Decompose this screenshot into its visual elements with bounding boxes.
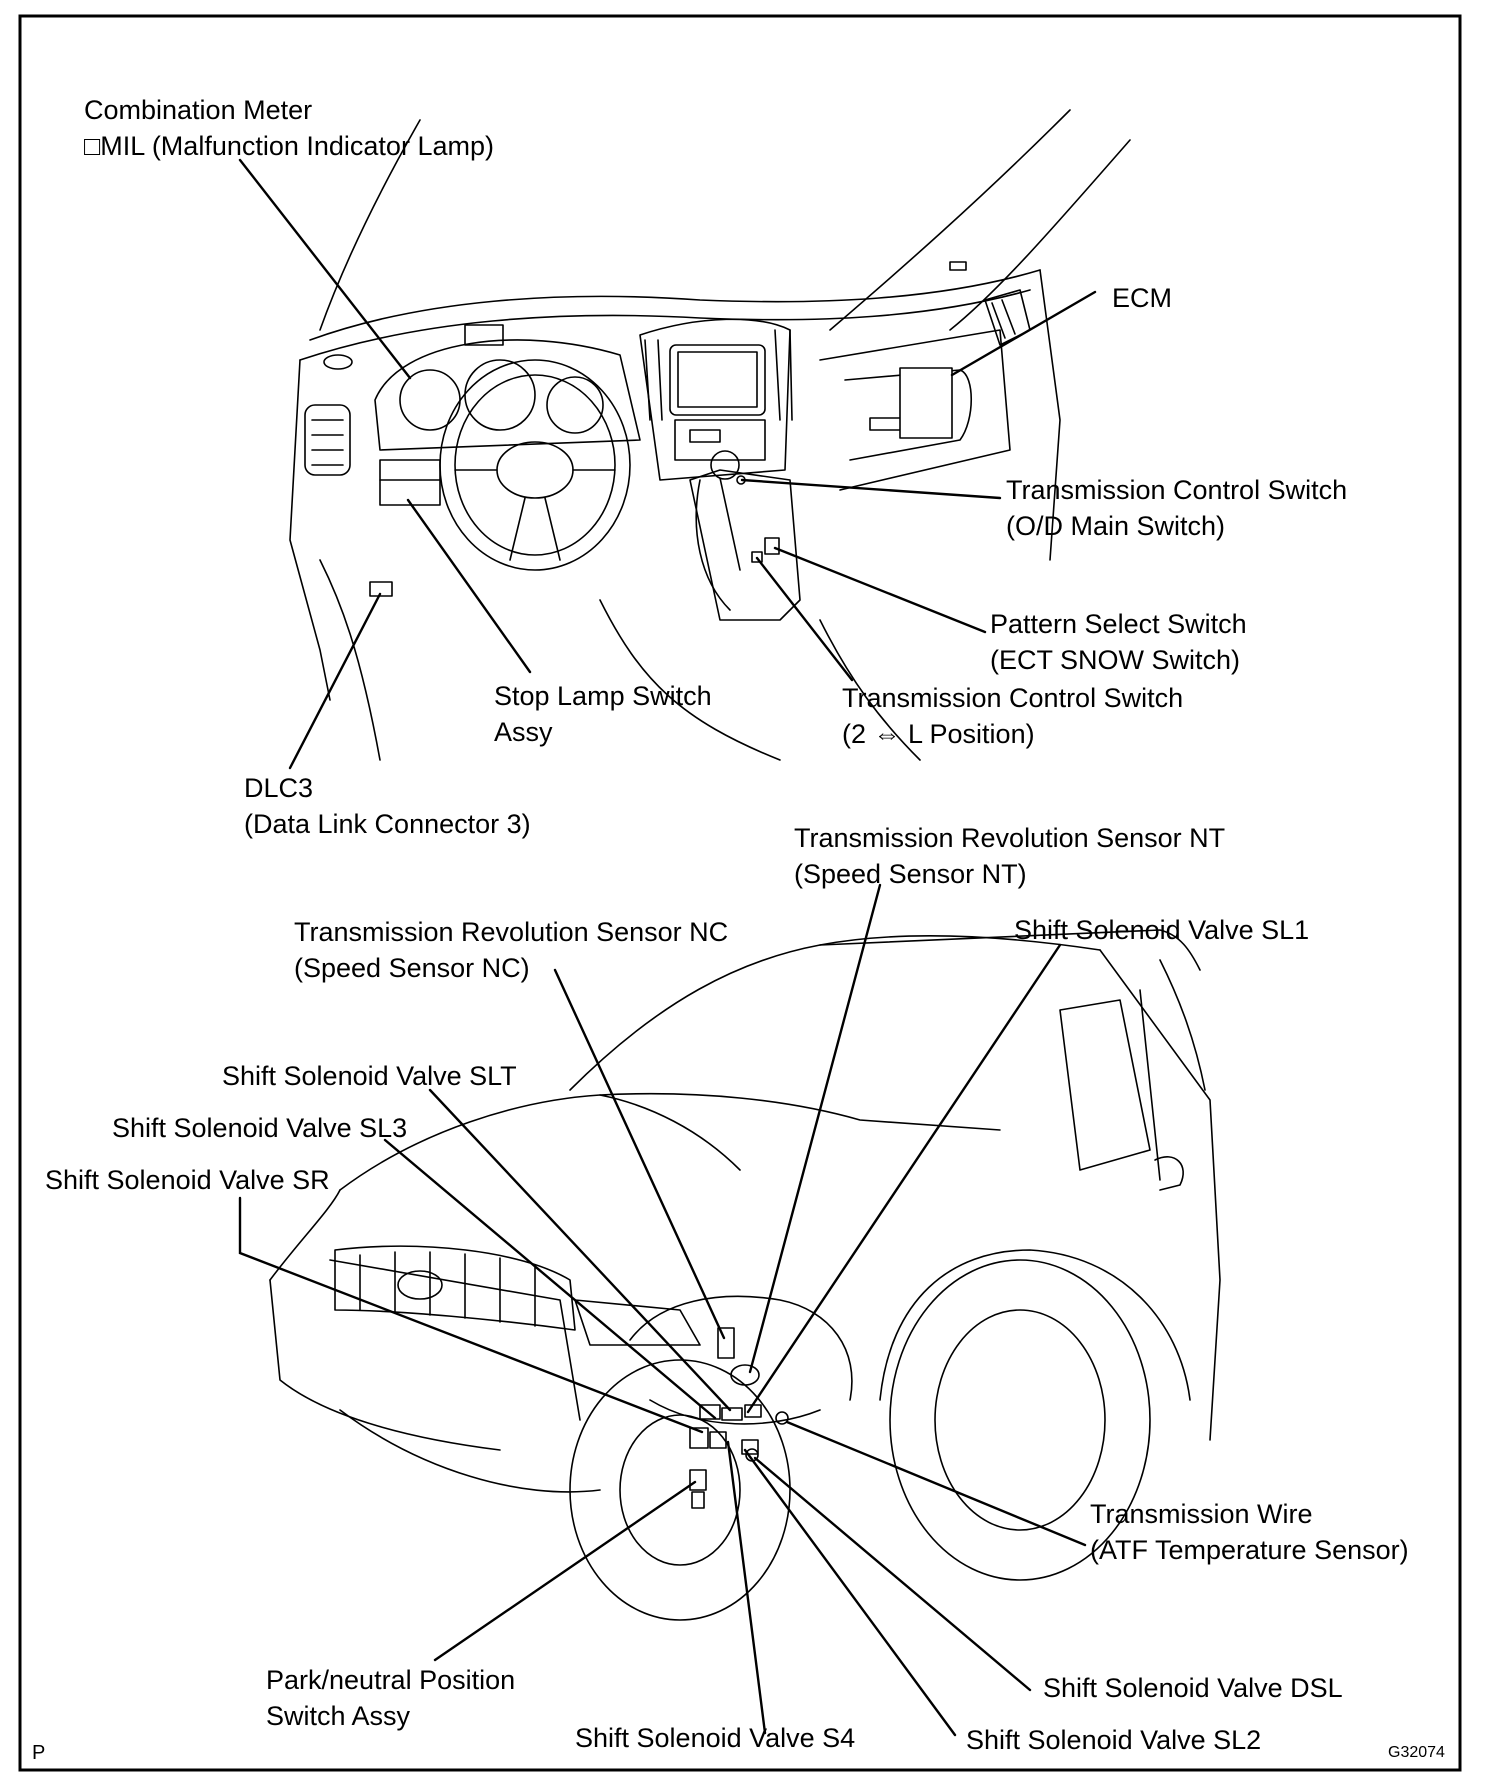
label-stop-lamp: Stop Lamp Switch Assy bbox=[494, 681, 712, 747]
leader-pattern-select bbox=[773, 546, 987, 634]
leader-rev-nt bbox=[748, 883, 882, 1374]
label-pnp: Park/neutral Position Switch Assy bbox=[266, 1665, 516, 1731]
label-sl2: Shift Solenoid Valve SL2 bbox=[966, 1725, 1262, 1755]
label-sr: Shift Solenoid Valve SR bbox=[45, 1165, 330, 1195]
dashboard-illustration bbox=[289, 109, 1131, 761]
label-sl3: Shift Solenoid Valve SL3 bbox=[112, 1113, 408, 1143]
leader-sl2 bbox=[743, 1448, 957, 1737]
label-s4: Shift Solenoid Valve S4 bbox=[575, 1723, 856, 1753]
label-slt: Shift Solenoid Valve SLT bbox=[222, 1061, 517, 1091]
leader-lines bbox=[238, 158, 1097, 1737]
label-rev-nt: Transmission Revolution Sensor NT (Speed… bbox=[794, 823, 1226, 889]
label-pattern-select: Pattern Select Switch (ECT SNOW Switch) bbox=[990, 609, 1247, 675]
label-dlc3: DLC3 (Data Link Connector 3) bbox=[244, 773, 531, 839]
leader-s4 bbox=[726, 1440, 767, 1735]
label-ecm: ECM bbox=[1112, 283, 1172, 313]
leader-rev-nc bbox=[553, 968, 726, 1340]
leader-sl1 bbox=[746, 943, 1062, 1414]
label-rev-nc: Transmission Revolution Sensor NC (Speed… bbox=[294, 917, 729, 983]
label-tcs-2l: Transmission Control Switch (2 ⇔ L Posit… bbox=[842, 683, 1184, 749]
leader-combination-meter bbox=[238, 158, 412, 380]
label-combination-meter: Combination Meter □MIL (Malfunction Indi… bbox=[84, 95, 494, 161]
vehicle-illustration bbox=[269, 929, 1221, 1621]
leader-sl3 bbox=[383, 1138, 717, 1420]
leader-stop-lamp bbox=[406, 498, 532, 674]
figure-code: G32074 bbox=[1388, 1744, 1445, 1761]
leader-dsl bbox=[753, 1456, 1032, 1692]
leader-slt bbox=[428, 1088, 732, 1412]
leader-pnp bbox=[433, 1480, 697, 1662]
page-marker: P bbox=[32, 1742, 46, 1764]
leader-ecm bbox=[950, 290, 1097, 377]
leader-trans-wire bbox=[785, 1420, 1087, 1547]
figure-border bbox=[18, 14, 1462, 1772]
label-dsl: Shift Solenoid Valve DSL bbox=[1043, 1673, 1343, 1703]
leader-tcs-2l bbox=[755, 556, 854, 682]
ecm-box bbox=[899, 367, 953, 439]
leader-sr bbox=[238, 1196, 704, 1434]
label-trans-wire: Transmission Wire (ATF Temperature Senso… bbox=[1090, 1499, 1409, 1565]
label-tcs-od: Transmission Control Switch (O/D Main Sw… bbox=[1006, 475, 1348, 541]
label-sl1: Shift Solenoid Valve SL1 bbox=[1014, 915, 1310, 945]
leader-tcs-od bbox=[740, 478, 1002, 500]
leader-dlc3 bbox=[288, 592, 382, 770]
